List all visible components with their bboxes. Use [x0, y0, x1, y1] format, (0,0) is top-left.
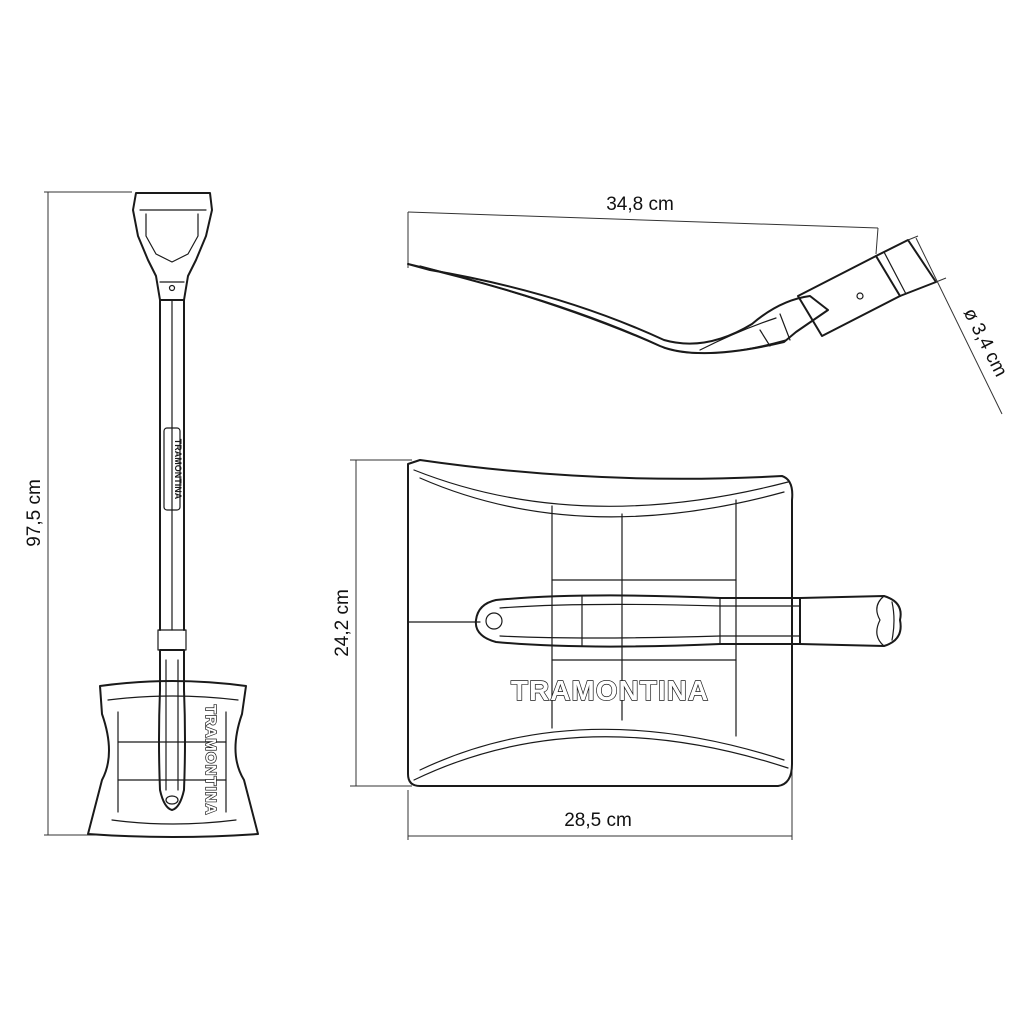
- shaft: TRAMONTINA: [157, 299, 187, 651]
- shaft-brand-label: TRAMONTINA: [173, 439, 183, 500]
- blade-length-label: 34,8 cm: [606, 194, 674, 215]
- blade-length-dimension: 34,8 cm: [407, 194, 879, 268]
- blade-profile: [407, 263, 829, 355]
- blade-front: TRAMONTINA: [87, 649, 259, 838]
- blade-height-dimension: 24,2 cm: [332, 459, 481, 787]
- blade-top-view: 24,2 cm 28,5 cm: [332, 459, 902, 840]
- side-profile-view: 34,8 cm ø 3,4 cm: [407, 194, 1011, 415]
- top-view-brand-label: TRAMONTINA: [511, 675, 709, 706]
- blade-width-label: 28,5 cm: [564, 810, 632, 831]
- blade-brand-label: TRAMONTINA: [202, 705, 219, 816]
- blade-height-label: 24,2 cm: [332, 589, 353, 657]
- d-grip-handle: [132, 192, 213, 301]
- total-length-dimension: 97,5 cm: [24, 191, 132, 836]
- blade-width-dimension: 28,5 cm: [407, 760, 793, 840]
- handle-tube-profile: [797, 239, 937, 337]
- full-shovel-view: 97,5 cm TRAMONTINA: [24, 191, 259, 838]
- total-length-label: 97,5 cm: [24, 479, 45, 547]
- blade-socket: [474, 594, 902, 648]
